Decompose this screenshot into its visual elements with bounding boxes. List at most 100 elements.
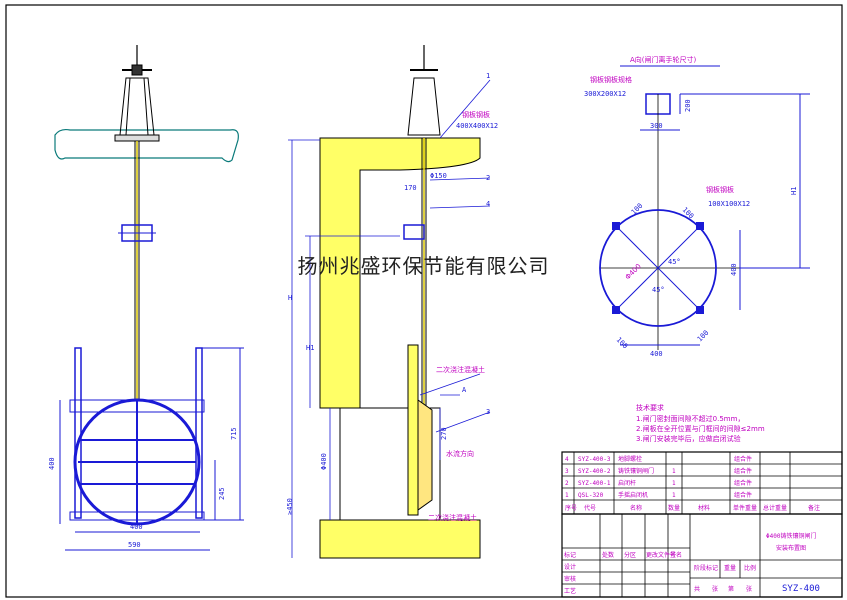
label-water-direction: 水流方向 — [446, 449, 474, 458]
dim-100-c: 100 — [615, 336, 630, 351]
concrete-floor — [319, 519, 481, 559]
right-flange-circle — [599, 209, 717, 327]
dim-400-width: 400 — [130, 523, 143, 531]
bom-r2-c2: 铸铁镶铜闸门 — [618, 467, 654, 475]
title-sign-2: 工艺 — [564, 587, 576, 595]
dim-100-a: 100 — [630, 202, 645, 217]
bom-r3-c1: SYZ-400-1 — [578, 480, 611, 487]
dim-100-b: 100 — [681, 206, 696, 221]
bom-r2-c0: 3 — [565, 468, 569, 475]
right-plate-size: 300X200X12 — [584, 90, 626, 98]
title-row-label-3: 更改文件号 — [646, 551, 676, 559]
left-platform-beam — [54, 128, 239, 163]
bom-r2-c5: 组合件 — [734, 467, 752, 475]
notes-line-2: 2.闸板在全开位置与门框间的间隙≤2mm — [636, 424, 765, 433]
anchor-bolt — [612, 222, 620, 230]
title-stage-1: 重量 — [724, 564, 736, 572]
dim-245: 245 — [218, 487, 226, 500]
bom-r4-c5: 组合件 — [734, 491, 752, 499]
dim-400-horizontal: 400 — [650, 350, 663, 358]
callout-3: 3 — [486, 408, 490, 416]
notes-line-3: 3.闸门安装完毕后，应做启闭试验 — [636, 434, 741, 443]
dim-H1: H1 — [306, 344, 314, 352]
bom-h-3: 数量 — [668, 504, 680, 512]
title-name-line2: 安装布置图 — [776, 544, 806, 552]
title-drawing-no: SYZ-400 — [782, 584, 820, 594]
mid-hoist — [407, 77, 441, 136]
dim-A: A — [462, 386, 467, 394]
dim-45-a: 45° — [668, 258, 681, 266]
bom-r2-c3: 1 — [672, 468, 676, 475]
dim-400-vertical: 400 — [730, 263, 738, 276]
right-plate-label: 钢板钢板规格 — [590, 75, 632, 84]
bom-h-5: 单件重量 — [733, 504, 757, 512]
bom-rows: 4 SYZ-400-3 地脚螺栓 组合件 3 SYZ-400-2 铸铁镶铜闸门 … — [565, 455, 820, 512]
bom-r4-c0: 1 — [565, 492, 569, 499]
company-watermark: 扬州兆盛环保节能有限公司 — [297, 254, 550, 278]
anchor-bolt — [612, 306, 620, 314]
bom-r1-c0: 4 — [565, 456, 569, 463]
dim-phi150: Φ150 — [430, 172, 447, 180]
dim-H: H — [288, 294, 292, 302]
bom-h-7: 备注 — [808, 504, 820, 512]
dim-45-b: 45° — [652, 286, 665, 294]
dim-450: ≥450 — [286, 498, 294, 515]
dim-right-H1: H1 — [790, 187, 798, 195]
dim-phi400: Φ400 — [320, 453, 328, 470]
bom-r3-c2: 启闭杆 — [618, 479, 636, 487]
bom-r4-c3: 1 — [672, 492, 676, 499]
right-plate2-label: 钢板钢板 — [706, 185, 734, 194]
callout-4: 4 — [486, 200, 490, 208]
dim-100-d: 100 — [696, 329, 711, 344]
concrete-wall — [319, 137, 481, 409]
bom-r3-c5: 组合件 — [734, 479, 752, 487]
dim-200: 200 — [684, 99, 692, 112]
dim-270: 270 — [440, 427, 448, 440]
mid-plate-label: 钢板钢板 — [462, 110, 490, 119]
title-sheet-2: 第 — [728, 585, 734, 593]
gate-body — [407, 344, 419, 516]
title-block — [561, 513, 843, 598]
notes-line-1: 1.闸门密封面间隙不超过0.5mm， — [636, 414, 744, 423]
bom-r3-c0: 2 — [565, 480, 569, 487]
dim-715: 715 — [230, 427, 238, 440]
right-a-view — [599, 65, 810, 350]
title-row-label-2: 分区 — [624, 551, 636, 559]
left-frame-post-r — [195, 347, 203, 519]
callout-2: 2 — [486, 174, 490, 182]
left-front-view — [54, 45, 244, 551]
callout-1: 1 — [486, 72, 490, 80]
dim-400-height: 400 — [48, 457, 56, 470]
bom-h-1: 代号 — [584, 504, 596, 512]
title-sheet-1: 张 — [712, 585, 718, 593]
left-hoist-body — [119, 77, 155, 136]
title-row-label-4: 签名 — [670, 551, 682, 559]
title-name-line1: Φ400铸铁镶铜闸门 — [766, 532, 816, 540]
bom-r4-c1: QSL-320 — [578, 492, 604, 499]
middle-section-view — [288, 45, 491, 559]
bom-h-0: 序号 — [565, 504, 577, 512]
bom-r1-c5: 组合件 — [734, 455, 752, 463]
title-sheet-3: 张 — [746, 585, 752, 593]
right-plate2-size: 100X100X12 — [708, 200, 750, 208]
anchor-bolt — [696, 306, 704, 314]
notes-title: 技术要求 — [636, 403, 664, 412]
bom-h-2: 名称 — [630, 504, 642, 512]
bom-r1-c1: SYZ-400-3 — [578, 456, 611, 463]
left-frame-post-l — [74, 347, 82, 519]
title-stage-2: 比例 — [744, 564, 756, 572]
title-sign-1: 审核 — [564, 575, 576, 583]
bom-h-4: 材料 — [698, 504, 710, 512]
mid-plate-size: 400X400X12 — [456, 122, 498, 130]
title-row-label-1: 处数 — [602, 551, 614, 559]
right-view-title: A向(闸门离手轮尺寸) — [630, 55, 697, 64]
label-concrete-top: 二次浇注混凝土 — [436, 365, 485, 374]
dim-590: 590 — [128, 541, 141, 549]
bom-r1-c2: 地脚螺栓 — [618, 455, 642, 463]
bom-r2-c1: SYZ-400-2 — [578, 468, 611, 475]
title-stage-0: 阶段标记 — [694, 564, 718, 572]
drawing-border — [5, 4, 843, 598]
dim-300: 300 — [650, 122, 663, 130]
